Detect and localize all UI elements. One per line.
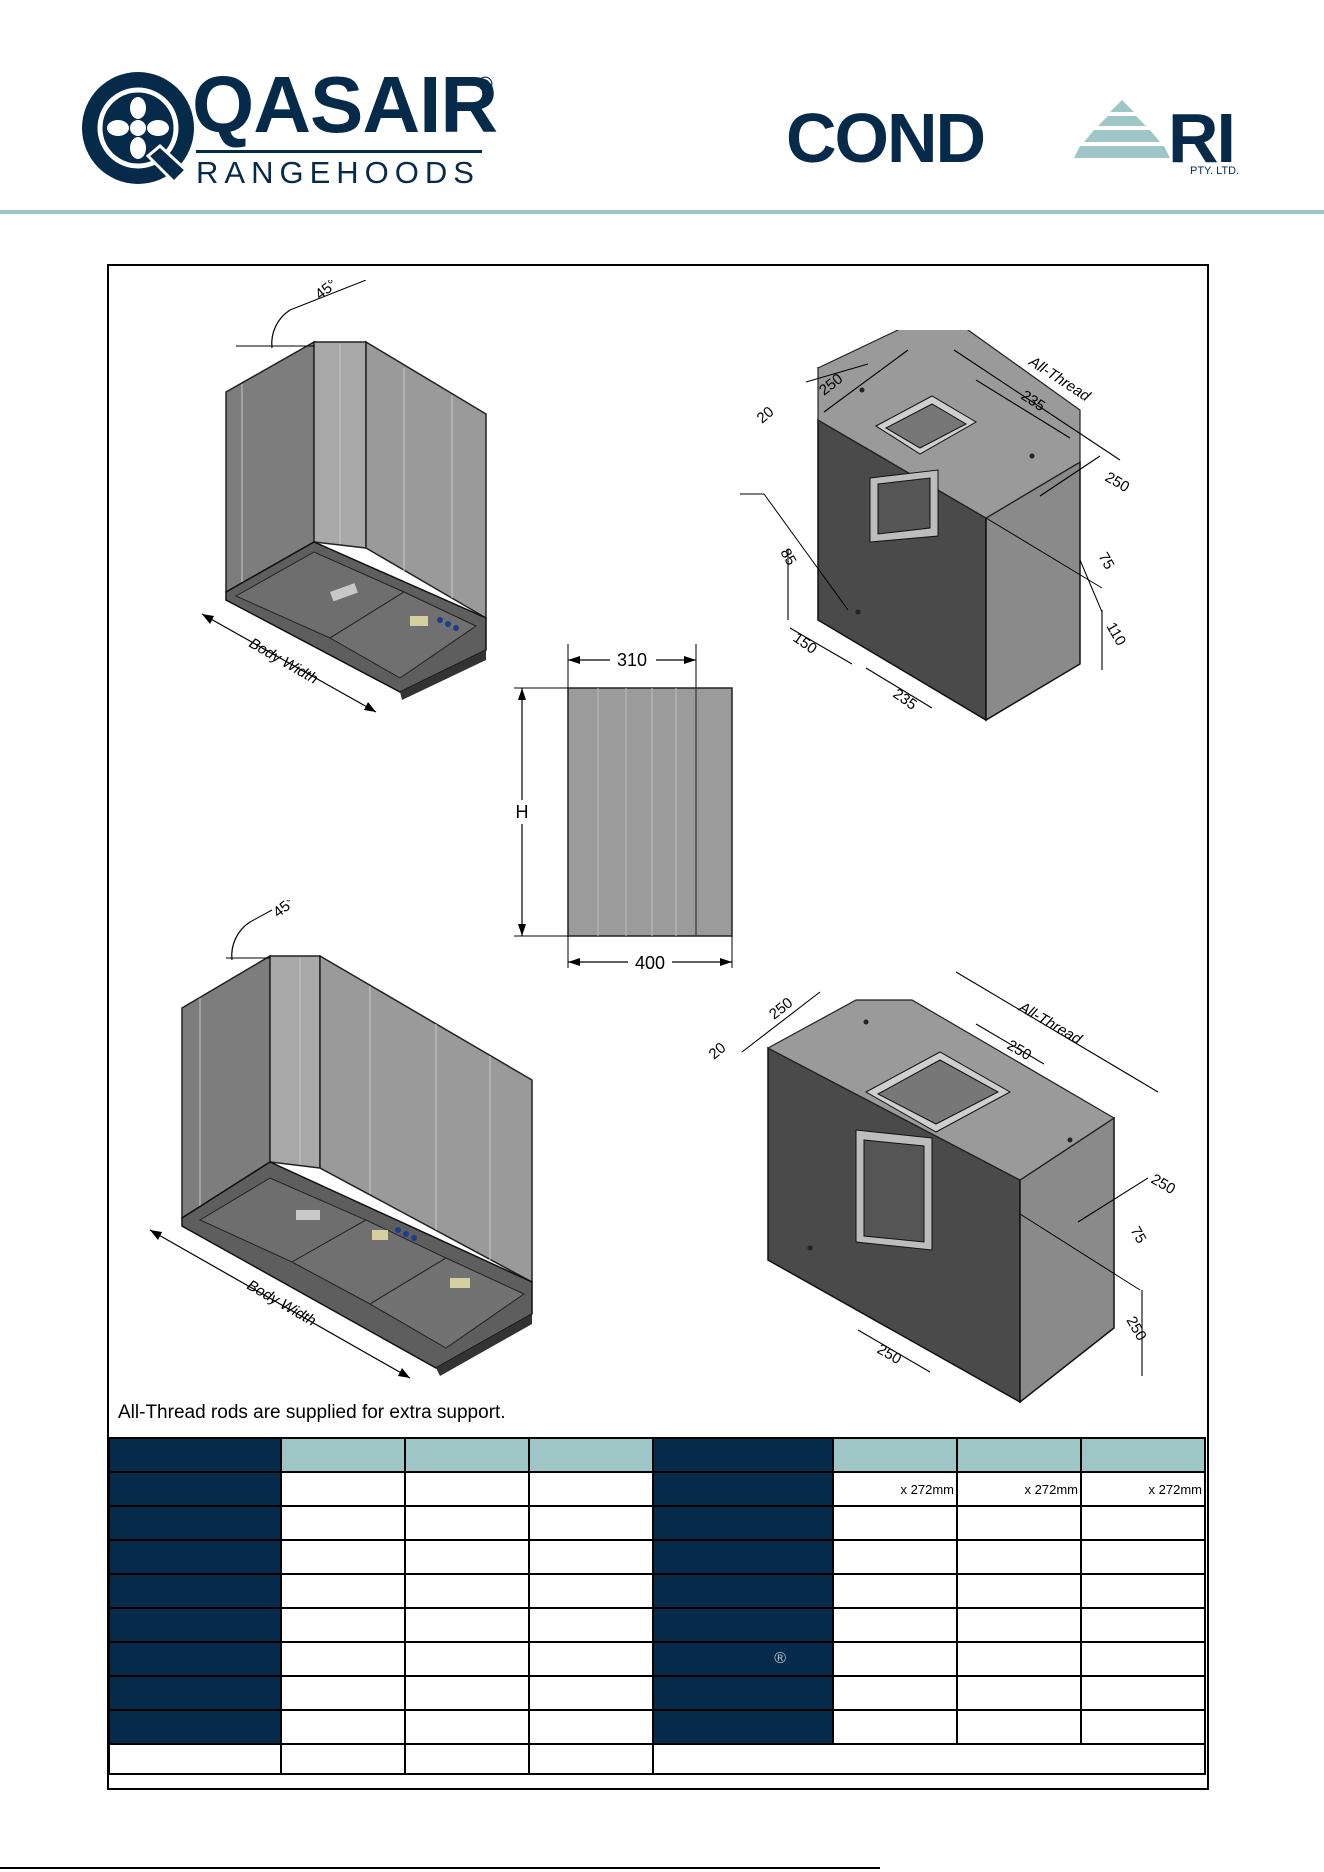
table-cell: x 272mm (956, 1471, 1082, 1507)
dim-250-vertical-b: 250 (1123, 1314, 1150, 1344)
registered-mark: ® (478, 74, 493, 96)
dim-250-side-b: 250 (1148, 1171, 1178, 1198)
dim-235-bottom: 235 (890, 685, 920, 713)
all-thread-label-b: All-Thread (1015, 998, 1085, 1048)
dim-110: 110 (1103, 620, 1130, 649)
table-row (108, 1539, 1206, 1575)
table-row (108, 1675, 1206, 1711)
fan-icon (107, 97, 169, 159)
table-cell: x 272mm (832, 1471, 958, 1507)
table-row (108, 1743, 1206, 1775)
front-width-top-label: 310 (617, 650, 647, 670)
qasair-logo (82, 72, 194, 185)
dim-250-side: 250 (1102, 469, 1132, 496)
condari-wordmark-left: COND (786, 99, 986, 177)
angle-label-bottom-left: 45° (270, 900, 298, 921)
spec-table: x 272mm x 272mm x 272mm ® (108, 1437, 1206, 1775)
hood-rear-isometric-top-right: 20 250 All-Thread 235 250 75 110 85 150 … (740, 330, 1132, 722)
table-row (108, 1607, 1206, 1643)
table-row (108, 1573, 1206, 1609)
drawing-frame (107, 264, 1209, 1790)
front-width-bottom-label: 400 (635, 953, 665, 973)
table-row (108, 1505, 1206, 1541)
condari-wordmark-right: RI (1168, 99, 1236, 177)
table-row (108, 1709, 1206, 1745)
dim-20: 20 (754, 403, 778, 427)
qasair-subtitle: RANGEHOODS (196, 155, 480, 190)
condari-suffix: PTY. LTD. (1190, 165, 1240, 177)
hood-isometric-top-left: 45° Body Width (201, 280, 487, 713)
dim-250-bottom-b: 250 (874, 1341, 904, 1368)
table-row: x 272mm x 272mm x 272mm (108, 1471, 1206, 1507)
hood-isometric-bottom-left: 45° Body Width (149, 900, 533, 1379)
front-height-label: H (516, 802, 529, 822)
dim-75: 75 (1095, 550, 1118, 573)
table-header-row (108, 1437, 1206, 1473)
dim-150: 150 (790, 629, 820, 657)
dim-85: 85 (777, 546, 800, 569)
qasair-divider (196, 150, 482, 153)
dim-20-b: 20 (706, 1039, 730, 1063)
hood-rear-isometric-bottom-right: 20 250 All-Thread 250 250 75 250 250 (706, 971, 1178, 1404)
dim-75-b: 75 (1127, 1224, 1150, 1247)
dim-250-top-b: 250 (766, 994, 796, 1023)
table-cell: x 272mm (1080, 1471, 1206, 1507)
condari-triangle-icon (1074, 100, 1170, 158)
footnote: All-Thread rods are supplied for extra s… (118, 1402, 506, 1423)
table-row: ® (108, 1641, 1206, 1677)
registered-mark-table: ® (774, 1650, 786, 1667)
header-rule (0, 210, 1324, 214)
qasair-wordmark: QASAIR (192, 60, 498, 149)
bottom-rule (0, 1867, 880, 1869)
hood-front-view: 310 H 400 (512, 644, 733, 973)
